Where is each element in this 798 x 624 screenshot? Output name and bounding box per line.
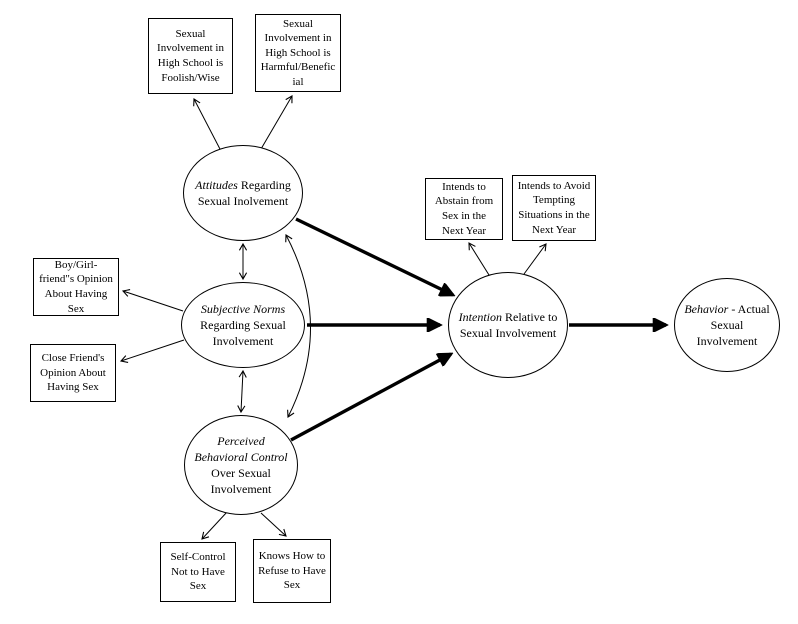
ellipse-attitudes-label: Attitudes Regarding Sexual Inolvement xyxy=(195,177,291,208)
ellipse-intention: Intention Relative to Sexual Involvement xyxy=(448,272,568,378)
ellipse-perceived-behavioral-control: Perceived Behavioral Control Over Sexual… xyxy=(184,415,298,515)
box-boyfriend-opinion: Boy/Girl-friend"s Opinion About Having S… xyxy=(33,258,119,316)
arrow-intention-avoid xyxy=(523,243,547,275)
box-close-friend-opinion: Close Friend's Opinion About Having Sex xyxy=(30,344,116,402)
box-harmful-beneficial: Sexual Involvement in High School is Har… xyxy=(255,14,341,92)
box-knows-how-refuse: Knows How to Refuse to Have Sex xyxy=(253,539,331,603)
arrow-attitudes-intention xyxy=(295,217,453,297)
box-self-control: Self-Control Not to Have Sex xyxy=(160,542,236,602)
arrow-norms-boyfriend xyxy=(121,289,184,312)
arrow-pbc-selfcontrol xyxy=(201,511,228,540)
ellipse-subjective-norms-label: Subjective Norms Regarding Sexual Involv… xyxy=(200,301,286,349)
arrow-pbc-knowshow xyxy=(260,512,287,537)
ellipse-attitudes: Attitudes Regarding Sexual Inolvement xyxy=(183,145,303,241)
box-intends-avoid: Intends to Avoid Tempting Situations in … xyxy=(512,175,596,241)
arrow-norms-pbc xyxy=(237,369,247,414)
arrow-intention-abstain xyxy=(468,242,490,276)
ellipse-behavior: Behavior - Actual Sexual Involvement xyxy=(674,278,780,372)
ellipse-subjective-norms: Subjective Norms Regarding Sexual Involv… xyxy=(181,282,305,368)
box-foolish-wise: Sexual Involvement in High School is Foo… xyxy=(148,18,233,94)
arrow-pbc-intention xyxy=(290,352,451,442)
box-intends-abstain: Intends to Abstain from Sex in the Next … xyxy=(425,178,503,240)
arrow-norms-closefriend xyxy=(119,339,185,363)
arrow-attitudes-foolish xyxy=(193,98,222,152)
ellipse-behavior-label: Behavior - Actual Sexual Involvement xyxy=(684,301,770,349)
ellipse-intention-label: Intention Relative to Sexual Involvement xyxy=(458,309,558,340)
arrow-attitudes-harmful xyxy=(260,95,293,150)
ellipse-perceived-behavioral-control-label: Perceived Behavioral Control Over Sexual… xyxy=(194,433,288,497)
